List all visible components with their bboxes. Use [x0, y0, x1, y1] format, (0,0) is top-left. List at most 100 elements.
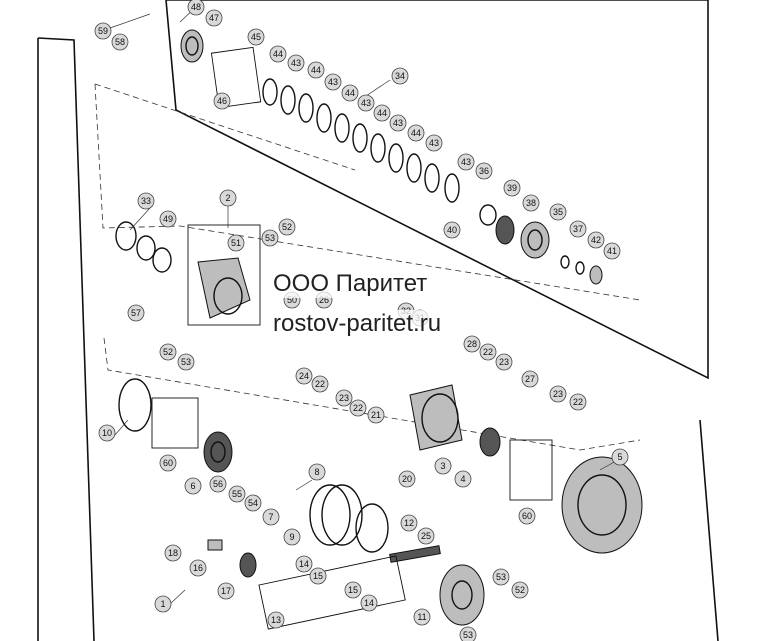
- callout-circle: [475, 162, 493, 180]
- callout-c5: 5: [611, 448, 629, 466]
- callout-circle: [154, 595, 172, 613]
- ring-stack-34: [262, 78, 460, 203]
- callout-circle: [159, 343, 177, 361]
- watermark-company: ООО Паритет: [270, 270, 431, 298]
- callout-circle: [479, 343, 497, 361]
- callout-c24: 24: [295, 367, 313, 385]
- callout-label: 39: [507, 183, 517, 193]
- callout-c6: 6: [184, 477, 202, 495]
- callout-c42a: 42: [587, 231, 605, 249]
- callout-label: 51: [231, 238, 241, 248]
- callout-c44e: 44: [407, 124, 425, 142]
- callout-circle: [391, 67, 409, 85]
- cap-41: [589, 265, 603, 285]
- callout-label: 23: [499, 357, 509, 367]
- callout-c44b: 44: [307, 61, 325, 79]
- callout-c16: 16: [189, 559, 207, 577]
- gear-6: [203, 431, 233, 473]
- callout-circle: [137, 192, 155, 210]
- shaft-25: [389, 545, 441, 563]
- callout-circle: [425, 134, 443, 152]
- callout-label: 21: [371, 410, 381, 420]
- callout-circle: [407, 124, 425, 142]
- callout-label: 43: [393, 118, 403, 128]
- callout-label: 43: [361, 98, 371, 108]
- dashed-outline-upper: [94, 83, 641, 301]
- callout-label: 3: [440, 461, 445, 471]
- callout-label: 38: [526, 198, 536, 208]
- callout-label: 53: [463, 630, 473, 640]
- callout-circle: [569, 220, 587, 238]
- callout-label: 47: [209, 13, 219, 23]
- callout-label: 44: [377, 108, 387, 118]
- callout-label: 18: [168, 548, 178, 558]
- callout-circle: [308, 463, 326, 481]
- callout-c23b: 23: [335, 389, 353, 407]
- callout-circle: [269, 45, 287, 63]
- callout-c60b: 60: [518, 507, 536, 525]
- callout-circle: [454, 470, 472, 488]
- callout-label: 58: [115, 37, 125, 47]
- callout-circle: [244, 494, 262, 512]
- callout-c3: 3: [434, 457, 452, 475]
- callout-c44a: 44: [269, 45, 287, 63]
- callout-circle: [219, 189, 237, 207]
- callout-label: 1: [160, 599, 165, 609]
- callout-c23c: 23: [549, 385, 567, 403]
- callout-label: 4: [460, 474, 465, 484]
- callout-circle: [213, 92, 231, 110]
- planet-carrier-3: [409, 384, 463, 451]
- callout-c15b: 15: [344, 581, 362, 599]
- callout-circle: [309, 567, 327, 585]
- callout-c28: 28: [463, 335, 481, 353]
- callout-c55: 55: [228, 485, 246, 503]
- callout-c33: 33: [137, 192, 155, 210]
- callout-circle: [295, 367, 313, 385]
- callout-c56: 56: [209, 475, 227, 493]
- callout-label: 10: [102, 428, 112, 438]
- callout-circle: [307, 61, 325, 79]
- callout-label: 46: [217, 96, 227, 106]
- callout-c9: 9: [283, 528, 301, 546]
- callout-c43a: 43: [287, 54, 305, 72]
- callout-circle: [341, 84, 359, 102]
- callout-circle: [261, 229, 279, 247]
- callout-label: 15: [313, 571, 323, 581]
- callout-c44d: 44: [373, 104, 391, 122]
- callout-circle: [189, 559, 207, 577]
- callout-c37: 37: [569, 220, 587, 238]
- callout-label: 12: [404, 518, 414, 528]
- callout-circle: [549, 203, 567, 221]
- callout-circle: [459, 626, 477, 641]
- callout-circle: [360, 594, 378, 612]
- callout-c54: 54: [244, 494, 262, 512]
- callout-c22c: 22: [349, 399, 367, 417]
- callout-label: 20: [402, 474, 412, 484]
- callout-c20: 20: [398, 470, 416, 488]
- callout-circle: [522, 194, 540, 212]
- callout-c59: 59: [94, 22, 112, 40]
- box-13: [258, 555, 406, 630]
- callout-circle: [389, 114, 407, 132]
- callout-label: 14: [364, 598, 374, 608]
- callout-circle: [159, 454, 177, 472]
- ring-37: [560, 255, 570, 269]
- callout-label: 27: [525, 374, 535, 384]
- box-60-right: [509, 439, 553, 501]
- disc-47: [180, 29, 204, 63]
- callout-c8: 8: [308, 463, 326, 481]
- callout-label: 22: [315, 379, 325, 389]
- dashed-outline-middle: [103, 337, 641, 451]
- callout-label: 25: [421, 531, 431, 541]
- callout-circle: [127, 304, 145, 322]
- callout-c46: 46: [213, 92, 231, 110]
- callout-circle: [267, 611, 285, 629]
- callout-label: 40: [447, 225, 457, 235]
- callout-circle: [417, 527, 435, 545]
- frame-group-34: [165, 0, 709, 380]
- callout-label: 17: [221, 586, 231, 596]
- callout-c41: 41: [603, 242, 621, 260]
- callout-circle: [98, 424, 116, 442]
- callout-c38: 38: [522, 194, 540, 212]
- callout-c14a: 14: [295, 555, 313, 573]
